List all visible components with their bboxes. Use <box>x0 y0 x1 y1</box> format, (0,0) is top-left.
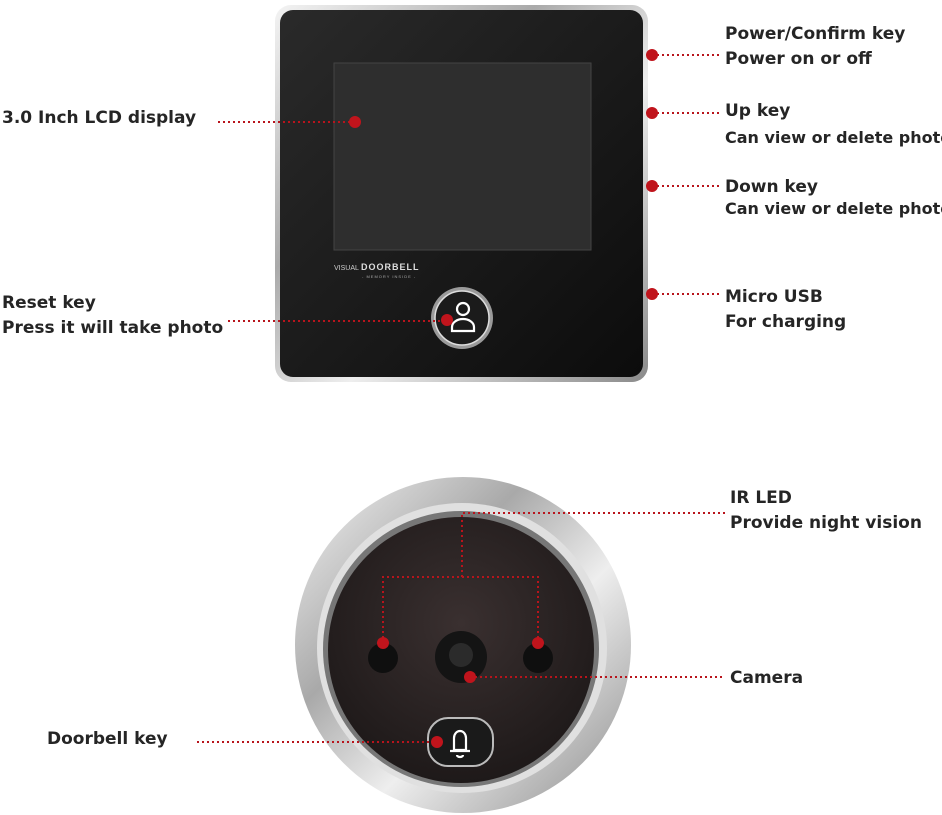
lcd-screen <box>333 62 592 251</box>
label-lcd: 3.0 Inch LCD display <box>2 108 197 128</box>
callouts <box>197 54 725 743</box>
label-usb-desc: For charging <box>725 312 847 332</box>
brand-large: DOORBELL <box>361 262 420 272</box>
label-down-title: Down key <box>725 177 818 197</box>
callout-dots <box>349 49 658 748</box>
ir-led-right <box>523 643 553 673</box>
label-up-desc: Can view or delete photos <box>725 128 942 147</box>
bell-icon <box>450 729 470 759</box>
label-irled-desc: Provide night vision <box>730 513 922 533</box>
label-usb-title: Micro USB <box>725 287 823 307</box>
doorbell-monitor: VISUAL DOORBELL - MEMORY INSIDE - <box>275 5 648 382</box>
label-up-title: Up key <box>725 101 791 121</box>
ir-led-left <box>368 643 398 673</box>
person-icon <box>450 301 476 333</box>
label-reset-desc: Press it will take photo <box>2 318 224 338</box>
label-irled-title: IR LED <box>730 488 792 508</box>
reset-button[interactable] <box>431 287 493 349</box>
label-power-title: Power/Confirm key <box>725 24 906 44</box>
peephole-camera <box>295 477 631 813</box>
label-doorbell: Doorbell key <box>47 729 168 749</box>
label-down-desc: Can view or delete photos <box>725 199 942 218</box>
label-camera: Camera <box>730 668 804 688</box>
brand-tagline: - MEMORY INSIDE - <box>362 274 416 279</box>
label-power-desc: Power on or off <box>725 49 872 69</box>
label-reset-title: Reset key <box>2 293 96 313</box>
brand-small: VISUAL <box>334 265 359 272</box>
